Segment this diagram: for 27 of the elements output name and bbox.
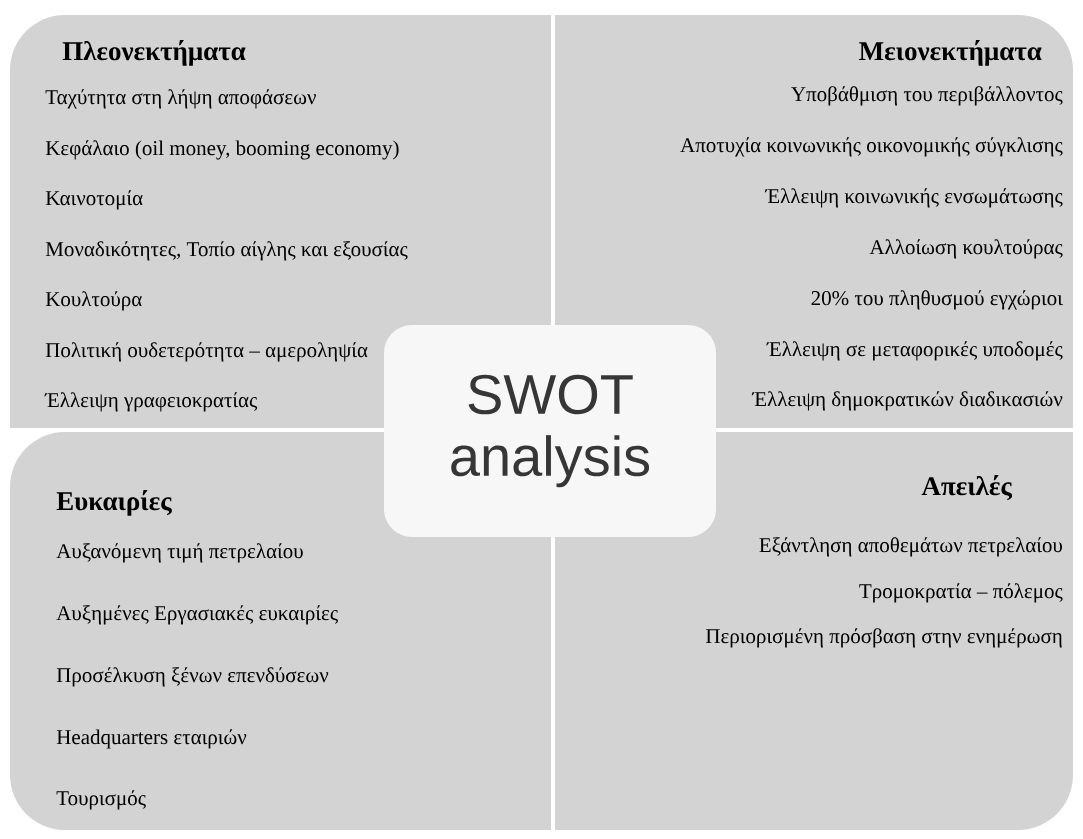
list-item: Αυξανόμενη τιμή πετρελαίου: [56, 543, 303, 563]
list-item: Headquarters εταιριών: [56, 729, 247, 749]
list-item: Αποτυχία κοινωνικής οικονομικής σύγκλισης: [680, 137, 1063, 157]
quadrant-heading: Ευκαιρίες: [56, 489, 172, 516]
list-item: Αυξημένες Εργασιακές ευκαιρίες: [56, 605, 338, 625]
list-item: Έλλειψη δημοκρατικών διαδικασιών: [751, 391, 1063, 411]
quadrant-heading: Μειονεκτήματα: [859, 39, 1042, 66]
list-item: Τρομοκρατία – πόλεμος: [859, 583, 1063, 603]
list-item: Μοναδικότητες, Τοπίο αίγλης και εξουσίας: [45, 241, 408, 261]
list-item: Κουλτούρα: [45, 291, 142, 311]
list-item: Τουρισμός: [56, 790, 146, 810]
list-item: Εξάντληση αποθεμάτων πετρελαίου: [759, 537, 1062, 557]
list-item: Περιορισμένη πρόσβαση στην ενημέρωση: [705, 628, 1062, 648]
list-item: Αλλοίωση κουλτούρας: [869, 239, 1063, 259]
list-item: Έλλειψη κοινωνικής ενσωμάτωσης: [764, 188, 1063, 208]
list-item: Έλλειψη σε μεταφορικές υποδομές: [766, 341, 1063, 361]
quadrant-heading: Απειλές: [921, 474, 1013, 501]
list-item: Ταχύτητα στη λήψη αποφάσεων: [45, 89, 316, 109]
list-item: Έλλειψη γραφειοκρατίας: [44, 392, 258, 412]
list-item: Καινοτομία: [45, 190, 143, 210]
quadrant-heading: Πλεονεκτήματα: [62, 39, 246, 66]
list-item: Κεφάλαιο (oil money, booming economy): [45, 140, 399, 160]
center-box: SWOT analysis: [384, 325, 716, 537]
list-item: 20% του πληθυσμού εγχώριοι: [811, 290, 1063, 310]
list-item: Πολιτική ουδετερότητα – αμεροληψία: [45, 342, 368, 362]
list-item: Προσέλκυση ξένων επενδύσεων: [56, 667, 329, 687]
list-item: Υποβάθμιση του περιβάλλοντος: [791, 86, 1063, 106]
